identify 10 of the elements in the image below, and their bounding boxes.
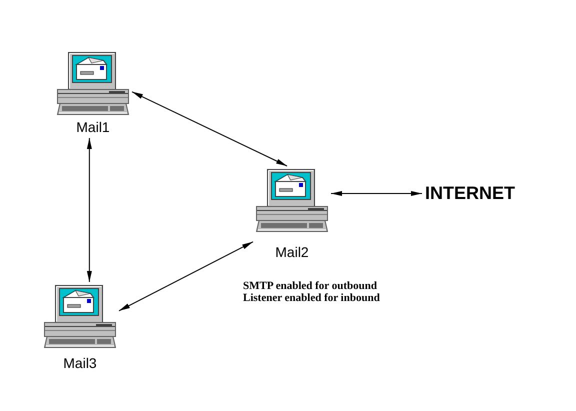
computer-name: Mail2 bbox=[275, 244, 309, 260]
note-text: Listener enabled for inbound bbox=[243, 292, 380, 304]
computer-name: Mail3 bbox=[63, 355, 97, 371]
note-text: SMTP enabled for outbound bbox=[243, 280, 377, 292]
double-arrow bbox=[132, 91, 288, 166]
double-arrow bbox=[86, 138, 92, 282]
network-label: INTERNET bbox=[425, 183, 515, 204]
computer-name: Mail1 bbox=[76, 119, 110, 135]
double-arrow bbox=[330, 191, 422, 196]
double-arrow bbox=[118, 241, 254, 312]
